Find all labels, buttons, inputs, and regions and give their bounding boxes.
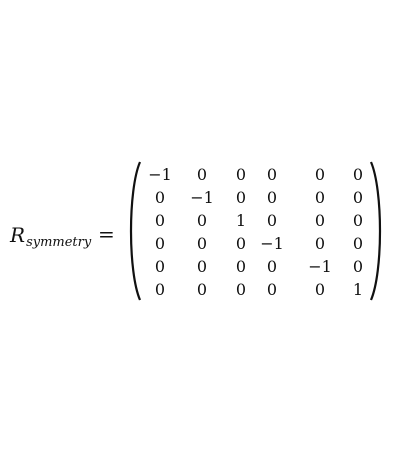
matrix-entry: 0: [235, 188, 247, 207]
matrix-entry: 1: [352, 280, 364, 299]
matrix-entry: −1: [148, 165, 172, 184]
matrix-entry: 0: [154, 234, 166, 253]
matrix-entry: 0: [314, 280, 326, 299]
matrix-entry: 0: [235, 257, 247, 276]
matrix-entry: −1: [308, 257, 332, 276]
matrix-entry: 0: [352, 165, 364, 184]
matrix-entry: 0: [314, 165, 326, 184]
matrix-entry: 0: [196, 165, 208, 184]
matrix-entry: 0: [352, 188, 364, 207]
matrix-entry: 0: [154, 188, 166, 207]
matrix-entry: 0: [235, 280, 247, 299]
matrix-entry: 0: [235, 165, 247, 184]
matrix-entry: 0: [352, 257, 364, 276]
matrix-entry: 0: [266, 257, 278, 276]
right-parenthesis: [369, 160, 385, 302]
matrix-entry: 0: [235, 234, 247, 253]
matrix-entry: 1: [235, 211, 247, 230]
matrix-entry: 0: [154, 257, 166, 276]
matrix-entry: 0: [196, 280, 208, 299]
matrix-entry: 0: [266, 165, 278, 184]
left-parenthesis: [126, 160, 142, 302]
matrix-subscript: symmetry: [26, 235, 92, 250]
matrix-entry: 0: [314, 188, 326, 207]
matrix-entry: 0: [314, 234, 326, 253]
matrix-entry: 0: [352, 234, 364, 253]
matrix-name: Rsymmetry: [10, 223, 91, 251]
matrix-entry: 0: [266, 211, 278, 230]
matrix-entry: 0: [154, 280, 166, 299]
matrix-entry: 0: [266, 188, 278, 207]
equals-sign: =: [98, 222, 115, 246]
matrix-entry: 0: [154, 211, 166, 230]
matrix-entry: 0: [314, 211, 326, 230]
matrix-entry: 0: [196, 234, 208, 253]
matrix-entry: −1: [260, 234, 284, 253]
matrix-entry: 0: [196, 257, 208, 276]
matrix-entry: 0: [196, 211, 208, 230]
matrix-entry: −1: [190, 188, 214, 207]
matrix-symbol: R: [10, 223, 26, 247]
matrix-entry: 0: [352, 211, 364, 230]
matrix-entry: 0: [266, 280, 278, 299]
